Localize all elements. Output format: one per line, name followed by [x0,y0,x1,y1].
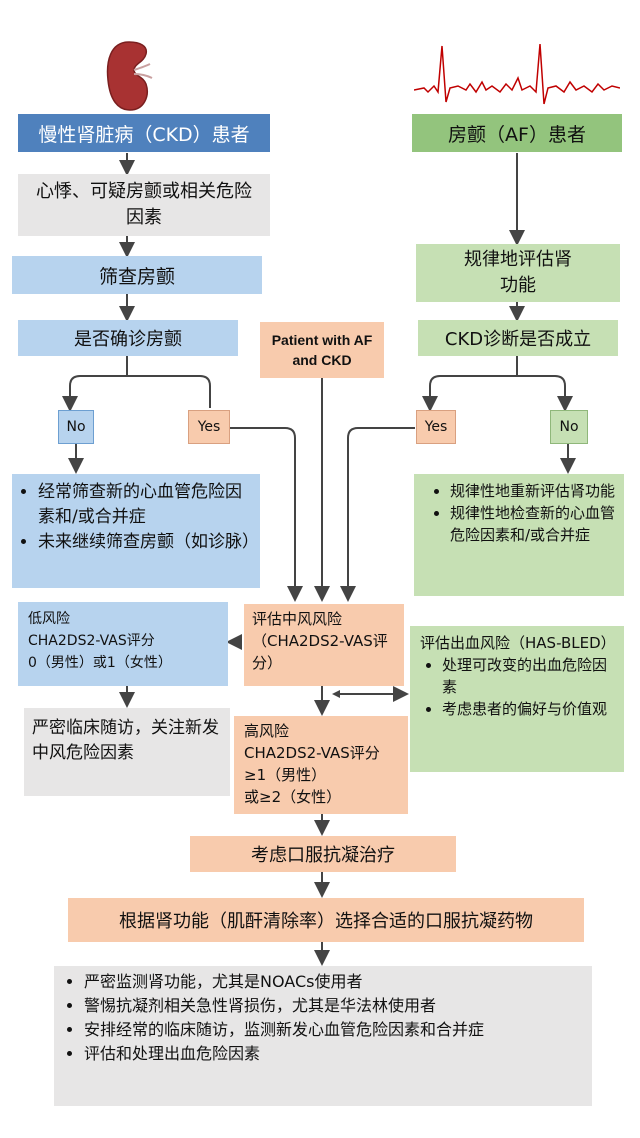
stroke-risk-box: 评估中风风险（CHA2DS2-VAS评分） [244,604,404,686]
patient-af-ckd-box: Patient with AF and CKD [260,322,384,378]
follow-up-box: 严密临床随访，关注新发中风危险因素 [24,708,230,796]
bleeding-risk-title: 评估出血风险（HAS-BLED） [420,634,616,652]
af-patient-box: 房颤（AF）患者 [412,114,622,152]
screen-af-box: 筛查房颤 [12,256,262,294]
kidney-icon [106,41,153,111]
low-risk-box: 低风险 CHA2DS2-VAS评分 0（男性）或1（女性） [18,602,228,686]
bleeding-action-item: 处理可改变的出血危险因素 [442,654,616,698]
symptoms-box: 心悸、可疑房颤或相关危险因素 [18,174,270,236]
choose-oac-box: 根据肾功能（肌酐清除率）选择合适的口服抗凝药物 [68,898,584,942]
low-risk-values: 0（男性）或1（女性） [28,655,172,671]
left-yes-label: Yes [188,410,230,444]
low-risk-title: 低风险 [28,611,70,627]
right-yes-label: Yes [416,410,456,444]
high-risk-male: ≥1（男性） [244,766,327,784]
bleeding-risk-box: 评估出血风险（HAS-BLED） 处理可改变的出血危险因素 考虑患者的偏好与价值… [410,626,624,772]
final-actions-box: 严密监测肾功能，尤其是NOACs使用者 警惕抗凝剂相关急性肾损伤，尤其是华法林使… [54,966,592,1106]
ecg-icon [414,43,620,105]
right-no-actions: 规律性地重新评估肾功能 规律性地检查新的心血管危险因素和/或合并症 [414,474,624,596]
left-no-label: No [58,410,94,444]
consider-oac-box: 考虑口服抗凝治疗 [190,836,456,872]
left-no-actions: 经常筛查新的心血管危险因素和/或合并症 未来继续筛查房颤（如诊脉） [12,474,260,588]
high-risk-female: 或≥2（女性） [244,788,342,806]
final-action-item: 警惕抗凝剂相关急性肾损伤，尤其是华法林使用者 [84,994,582,1018]
high-risk-score: CHA2DS2-VAS评分 [244,744,380,762]
right-no-action-item: 规律性地检查新的心血管危险因素和/或合并症 [450,502,616,546]
final-action-item: 严密监测肾功能，尤其是NOACs使用者 [84,970,582,994]
bleeding-action-item: 考虑患者的偏好与价值观 [442,698,616,720]
ckd-confirmed-box: CKD诊断是否成立 [418,320,618,356]
final-action-item: 安排经常的临床随访，监测新发心血管危险因素和合并症 [84,1018,582,1042]
final-action-item: 评估和处理出血危险因素 [84,1042,582,1066]
ckd-patient-box: 慢性肾脏病（CKD）患者 [18,114,270,152]
af-confirmed-box: 是否确诊房颤 [18,320,238,356]
left-no-action-item: 经常筛查新的心血管危险因素和/或合并症 [38,480,252,530]
high-risk-box: 高风险 CHA2DS2-VAS评分 ≥1（男性） 或≥2（女性） [234,716,408,814]
right-no-label: No [550,410,588,444]
right-no-action-item: 规律性地重新评估肾功能 [450,480,616,502]
assess-renal-box: 规律地评估肾功能 [416,244,620,302]
left-no-action-item: 未来继续筛查房颤（如诊脉） [38,530,259,555]
high-risk-title: 高风险 [244,722,290,740]
low-risk-score: CHA2DS2-VAS评分 [28,633,155,649]
